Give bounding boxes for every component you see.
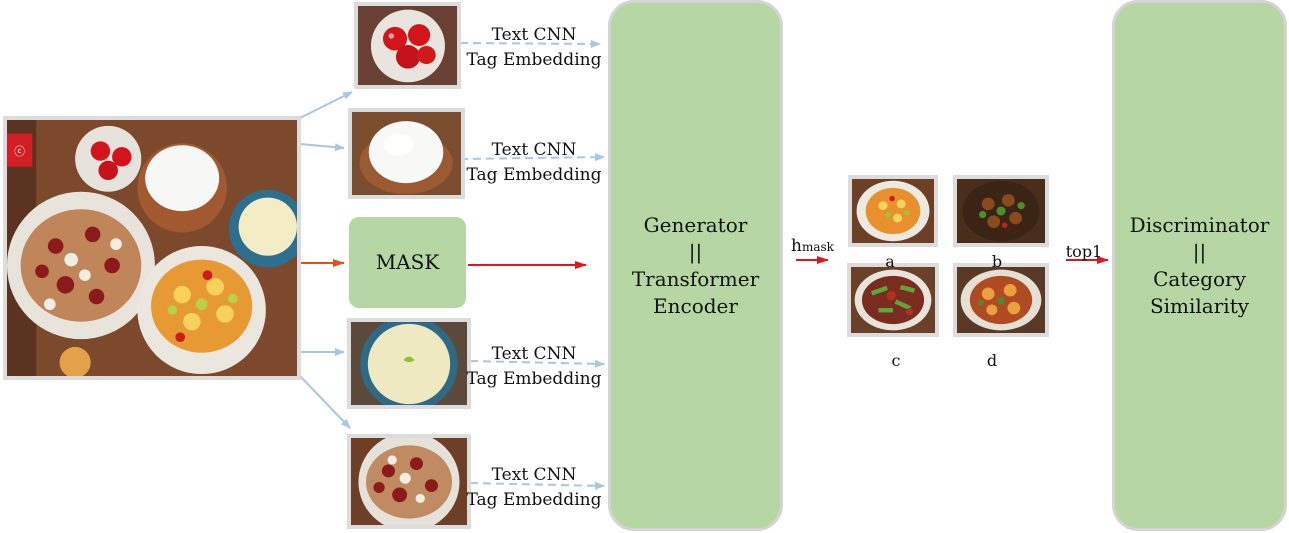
discriminator-line-3: Category [1153,266,1246,291]
main-meal-image: ⓒ [3,116,301,380]
svg-text:ⓒ: ⓒ [14,145,25,158]
generator-line-3: Transformer [631,266,760,291]
mask-label: MASK [375,250,440,274]
branch-label-2-line1: Text CNN [491,140,577,160]
hmask-sub: mask [801,240,834,254]
branch-label-4-line2: Tag Embedding [466,490,602,510]
dashed-arrow-2 [459,153,605,162]
arrow-to-item-4 [299,375,351,429]
dashed-arrow-1 [459,39,601,48]
item-image-rice [348,108,465,199]
candidate-image-a [848,175,938,247]
branch-label-2: Text CNN Tag Embedding [464,138,604,188]
candidate-label-a: a [885,252,895,271]
hmask-label: hmask [791,234,841,260]
branch-label-3-line2: Tag Embedding [466,369,602,389]
candidate-image-d [953,263,1049,337]
branch-label-1-line1: Text CNN [491,25,577,45]
hmask-main: h [791,236,802,256]
branch-label-4-line1: Text CNN [491,465,577,485]
candidate-label-b: b [991,252,1003,271]
generator-line-2: || [688,239,703,264]
top1-label: top1 [1065,242,1103,261]
branch-label-1-line2: Tag Embedding [466,50,602,70]
discriminator-line-4: Similarity [1149,293,1250,318]
branch-label-3: Text CNN Tag Embedding [464,342,604,392]
candidate-label-c: c [891,351,901,370]
branch-label-2-line2: Tag Embedding [466,165,602,185]
candidate-image-c [847,263,939,337]
candidate-label-d: d [986,351,998,370]
dashed-arrow-4 [469,481,605,490]
generator-box: Generator || Transformer Encoder [608,0,783,531]
item-image-tomatoes [354,2,461,89]
branch-label-1: Text CNN Tag Embedding [464,23,604,73]
generator-line-4: Encoder [653,293,738,318]
arrow-to-item-1 [299,91,353,119]
dashed-arrow-3 [469,359,605,368]
candidate-image-b [953,175,1049,247]
discriminator-line-2: || [1192,239,1207,264]
item-image-meat-dish [347,434,471,529]
discriminator-box: Discriminator || Category Similarity [1112,0,1287,531]
item-image-soup [347,318,471,409]
arrow-to-item-2 [299,143,345,152]
mask-box: MASK [349,217,466,308]
discriminator-line-1: Discriminator [1129,212,1270,237]
branch-label-3-line1: Text CNN [491,344,577,364]
branch-label-4: Text CNN Tag Embedding [464,463,604,513]
generator-line-1: Generator [643,212,748,237]
